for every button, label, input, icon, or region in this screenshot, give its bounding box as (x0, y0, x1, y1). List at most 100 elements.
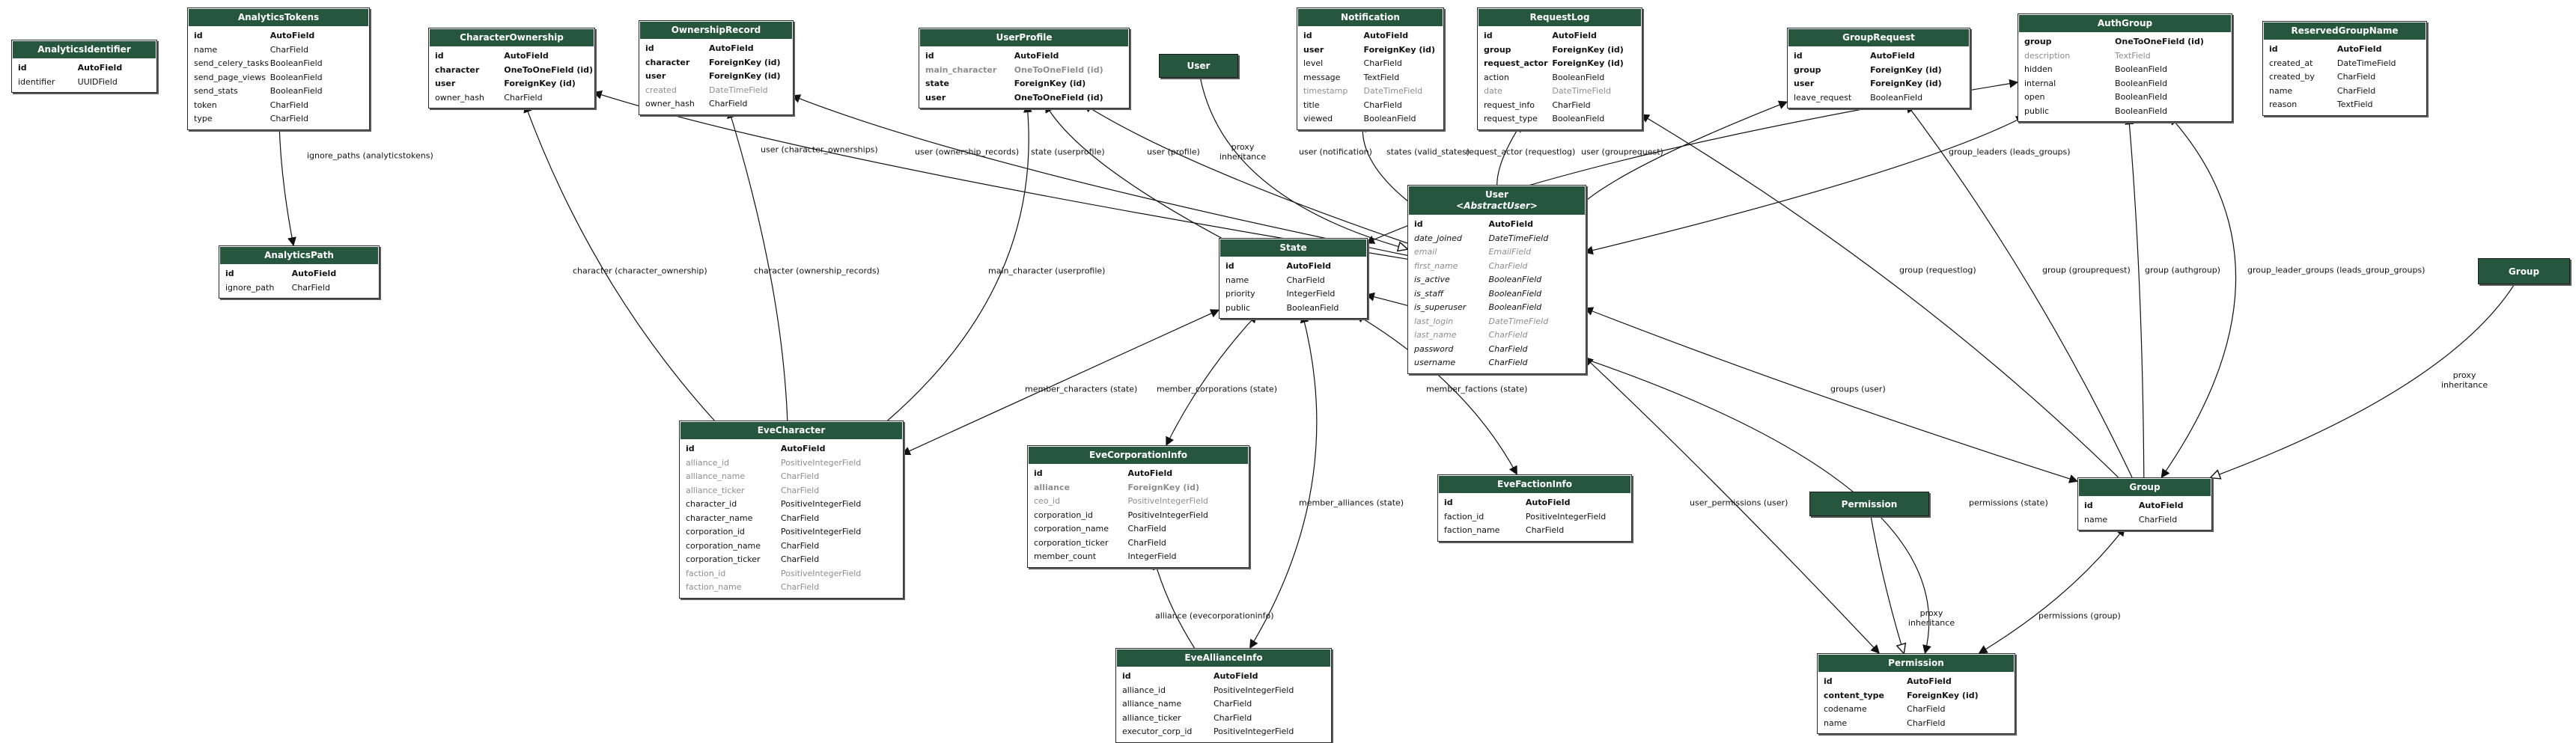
field-type: CharField (1213, 712, 1252, 723)
field-type: CharField (1488, 260, 1528, 271)
field-type: CharField (270, 114, 308, 123)
field-type: BooleanField (2115, 106, 2167, 116)
field-type: CharField (2336, 85, 2376, 96)
field-type: BooleanField (270, 72, 323, 82)
field-type: OneToOneField (id) (1014, 92, 1103, 103)
field-type: DateTimeField (709, 85, 768, 95)
field-name: character (435, 64, 480, 75)
entity-title: EveFactionInfo (1438, 475, 1631, 495)
field-type: ForeignKey (id) (1870, 79, 1942, 88)
field-name: name (1824, 718, 1848, 728)
field-name: name (1225, 275, 1249, 285)
field-type: AutoField (709, 43, 754, 53)
field-type: EmailField (1488, 247, 1532, 257)
field-name: username (1414, 358, 1456, 367)
field-name: alliance_name (686, 471, 746, 481)
field-name: corporation_id (1034, 510, 1093, 520)
relation-edge (1870, 514, 1904, 653)
entity-title: AnalyticsPath (219, 246, 379, 266)
field-name: internal (2024, 78, 2056, 88)
relation-edge (1906, 103, 2133, 478)
field-type: CharField (780, 582, 820, 592)
field-type: TextField (2115, 50, 2151, 61)
field-type: BooleanField (1363, 114, 1416, 123)
field-name: open (2024, 92, 2045, 102)
field-name: corporation_ticker (686, 554, 761, 564)
field-name: user (645, 71, 666, 81)
relation-edge (1357, 123, 1408, 201)
field-name: name (194, 44, 218, 55)
field-name: id (1824, 676, 1833, 686)
field-name: id (1794, 51, 1803, 61)
field-type: PositiveIntegerField (1213, 685, 1294, 695)
field-type: AutoField (1870, 51, 1915, 61)
entity-title: User (1187, 61, 1211, 71)
field-name: member_count (1034, 551, 1097, 561)
field-type: PositiveIntegerField (780, 568, 862, 578)
edge-label: character (character_ownership) (573, 266, 707, 276)
edge-label: member_corporations (state) (1157, 384, 1277, 394)
entity-title: OwnershipRecord (639, 21, 793, 40)
edge-label: group (grouprequest) (2042, 265, 2131, 275)
field-name: id (645, 43, 654, 53)
field-name: reason (2269, 100, 2298, 109)
field-type: PositiveIntegerField (780, 527, 862, 536)
field-name: type (194, 114, 213, 123)
field-type: CharField (1127, 537, 1166, 548)
field-type: PositiveIntegerField (1525, 511, 1607, 522)
field-name: user (925, 92, 946, 103)
field-type: AutoField (1488, 219, 1533, 229)
entity-title: ReservedGroupName (2263, 22, 2426, 41)
field-name: id (18, 63, 27, 73)
field-type: CharField (1127, 524, 1166, 533)
field-type: AutoField (291, 269, 337, 278)
field-name: character_name (686, 513, 753, 523)
edge-label: user (character_ownerships) (761, 144, 878, 155)
field-type: TextField (1363, 72, 1400, 82)
field-name: request_actor (1484, 58, 1548, 68)
field-name: last_name (1414, 330, 1457, 340)
field-name: id (1414, 219, 1423, 229)
entity-title: Permission (1818, 654, 2015, 673)
field-name: content_type (1824, 690, 1884, 700)
relation-edge (2161, 115, 2237, 478)
field-type: BooleanField (270, 58, 323, 68)
field-name: executor_corp_id (1122, 727, 1193, 736)
field-type: DateTimeField (2336, 58, 2396, 68)
edge-label: group_leader_groups (leads_group_groups) (2247, 265, 2426, 275)
field-name: token (194, 100, 217, 110)
field-name: faction_name (1444, 525, 1500, 535)
field-name: corporation_name (686, 540, 761, 551)
